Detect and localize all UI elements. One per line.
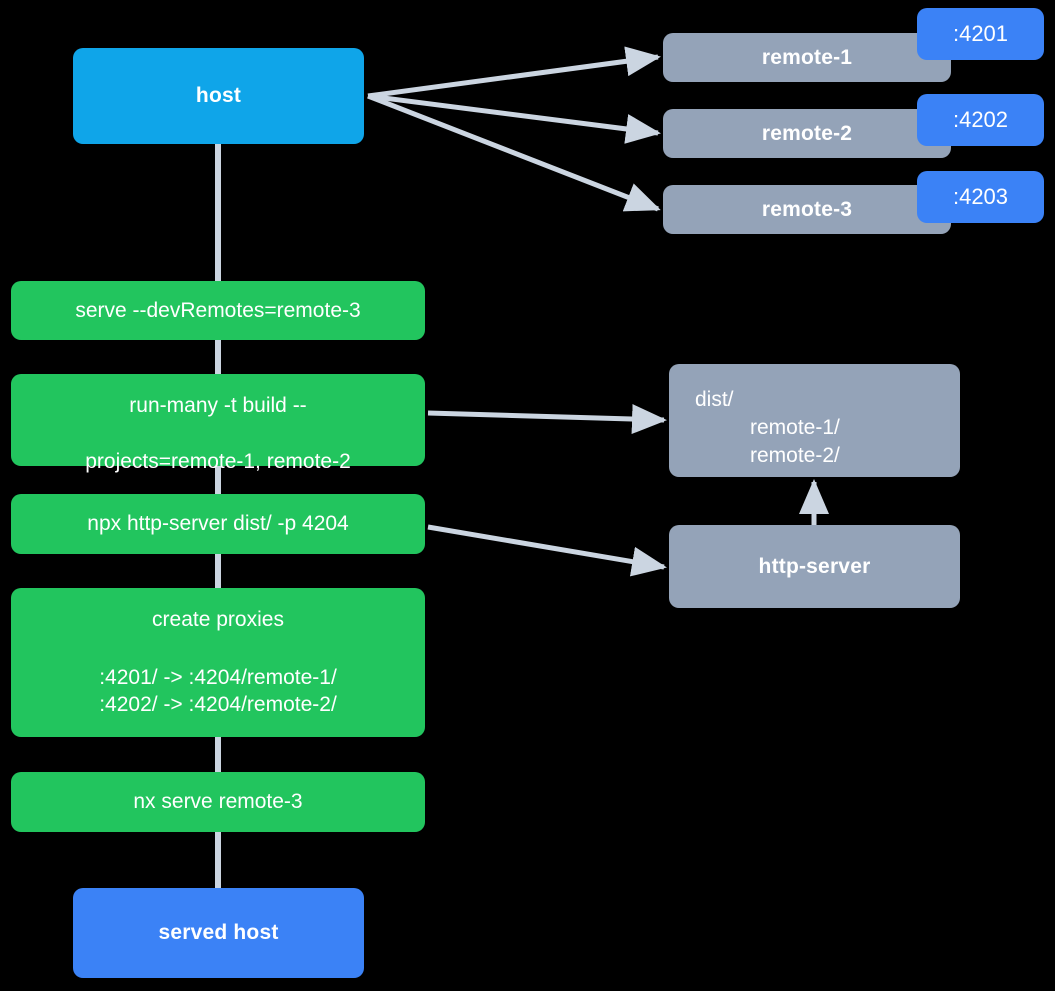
node-host[interactable]: host <box>73 48 364 144</box>
node-dist-folder-line-3: remote-2/ <box>750 443 840 467</box>
node-step-run-many-build-line2: projects=remote-1, remote-2 <box>85 449 351 473</box>
node-remote-1-label: remote-1 <box>761 45 853 69</box>
node-dist-folder-line-2: remote-1/ <box>750 415 840 439</box>
node-remote-3[interactable]: remote-3 <box>663 185 951 234</box>
node-http-server-label: http-server <box>758 554 871 578</box>
node-http-server[interactable]: http-server <box>669 525 960 608</box>
edge-host-to-remote-3 <box>367 93 661 212</box>
port-badge-remote-3: :4203 <box>917 171 1044 223</box>
node-step-create-proxies-mapping-1: :4201/ -> :4204/remote-1/ <box>99 665 337 689</box>
node-host-label: host <box>195 84 242 108</box>
node-step-npx-http-server-label: npx http-server dist/ -p 4204 <box>87 512 349 536</box>
node-remote-2[interactable]: remote-2 <box>663 109 951 158</box>
node-step-create-proxies-content: create proxies :4201/ -> :4204/remote-1/… <box>99 606 337 720</box>
node-step-nx-serve-remote-3[interactable]: nx serve remote-3 <box>11 772 425 832</box>
node-remote-3-label: remote-3 <box>761 197 853 221</box>
node-step-run-many-build-label: run-many -t build -- projects=remote-1, … <box>85 364 351 476</box>
port-badge-remote-2-label: :4202 <box>952 107 1009 132</box>
edge-host-to-remote-2 <box>367 93 661 144</box>
port-badge-remote-2: :4202 <box>917 94 1044 146</box>
edge-npx-to-http-server <box>427 524 667 577</box>
node-served-host-label: served host <box>158 921 279 945</box>
node-step-run-many-build-line1: run-many -t build -- <box>129 394 307 418</box>
node-step-serve-devremotes-label: serve --devRemotes=remote-3 <box>75 298 361 322</box>
node-step-create-proxies[interactable]: create proxies :4201/ -> :4204/remote-1/… <box>11 588 425 737</box>
edge-host-to-remote-1 <box>367 46 661 99</box>
node-step-create-proxies-title: create proxies <box>152 607 284 631</box>
node-step-create-proxies-mapping-2: :4202/ -> :4204/remote-2/ <box>99 693 337 717</box>
node-step-npx-http-server[interactable]: npx http-server dist/ -p 4204 <box>11 494 425 554</box>
node-served-host[interactable]: served host <box>73 888 364 978</box>
port-badge-remote-3-label: :4203 <box>952 184 1009 209</box>
edge-runmany-to-dist <box>427 404 667 435</box>
node-dist-folder-line-1: dist/ <box>695 388 734 411</box>
node-dist-folder[interactable]: dist/ remote-1/ remote-2/ <box>669 364 960 477</box>
port-badge-remote-1: :4201 <box>917 8 1044 60</box>
node-step-nx-serve-remote-3-label: nx serve remote-3 <box>133 790 303 814</box>
node-remote-2-label: remote-2 <box>761 121 853 145</box>
node-remote-1[interactable]: remote-1 <box>663 33 951 82</box>
port-badge-remote-1-label: :4201 <box>952 21 1009 46</box>
node-step-run-many-build[interactable]: run-many -t build -- projects=remote-1, … <box>11 374 425 473</box>
node-step-serve-devremotes[interactable]: serve --devRemotes=remote-3 <box>11 281 425 340</box>
